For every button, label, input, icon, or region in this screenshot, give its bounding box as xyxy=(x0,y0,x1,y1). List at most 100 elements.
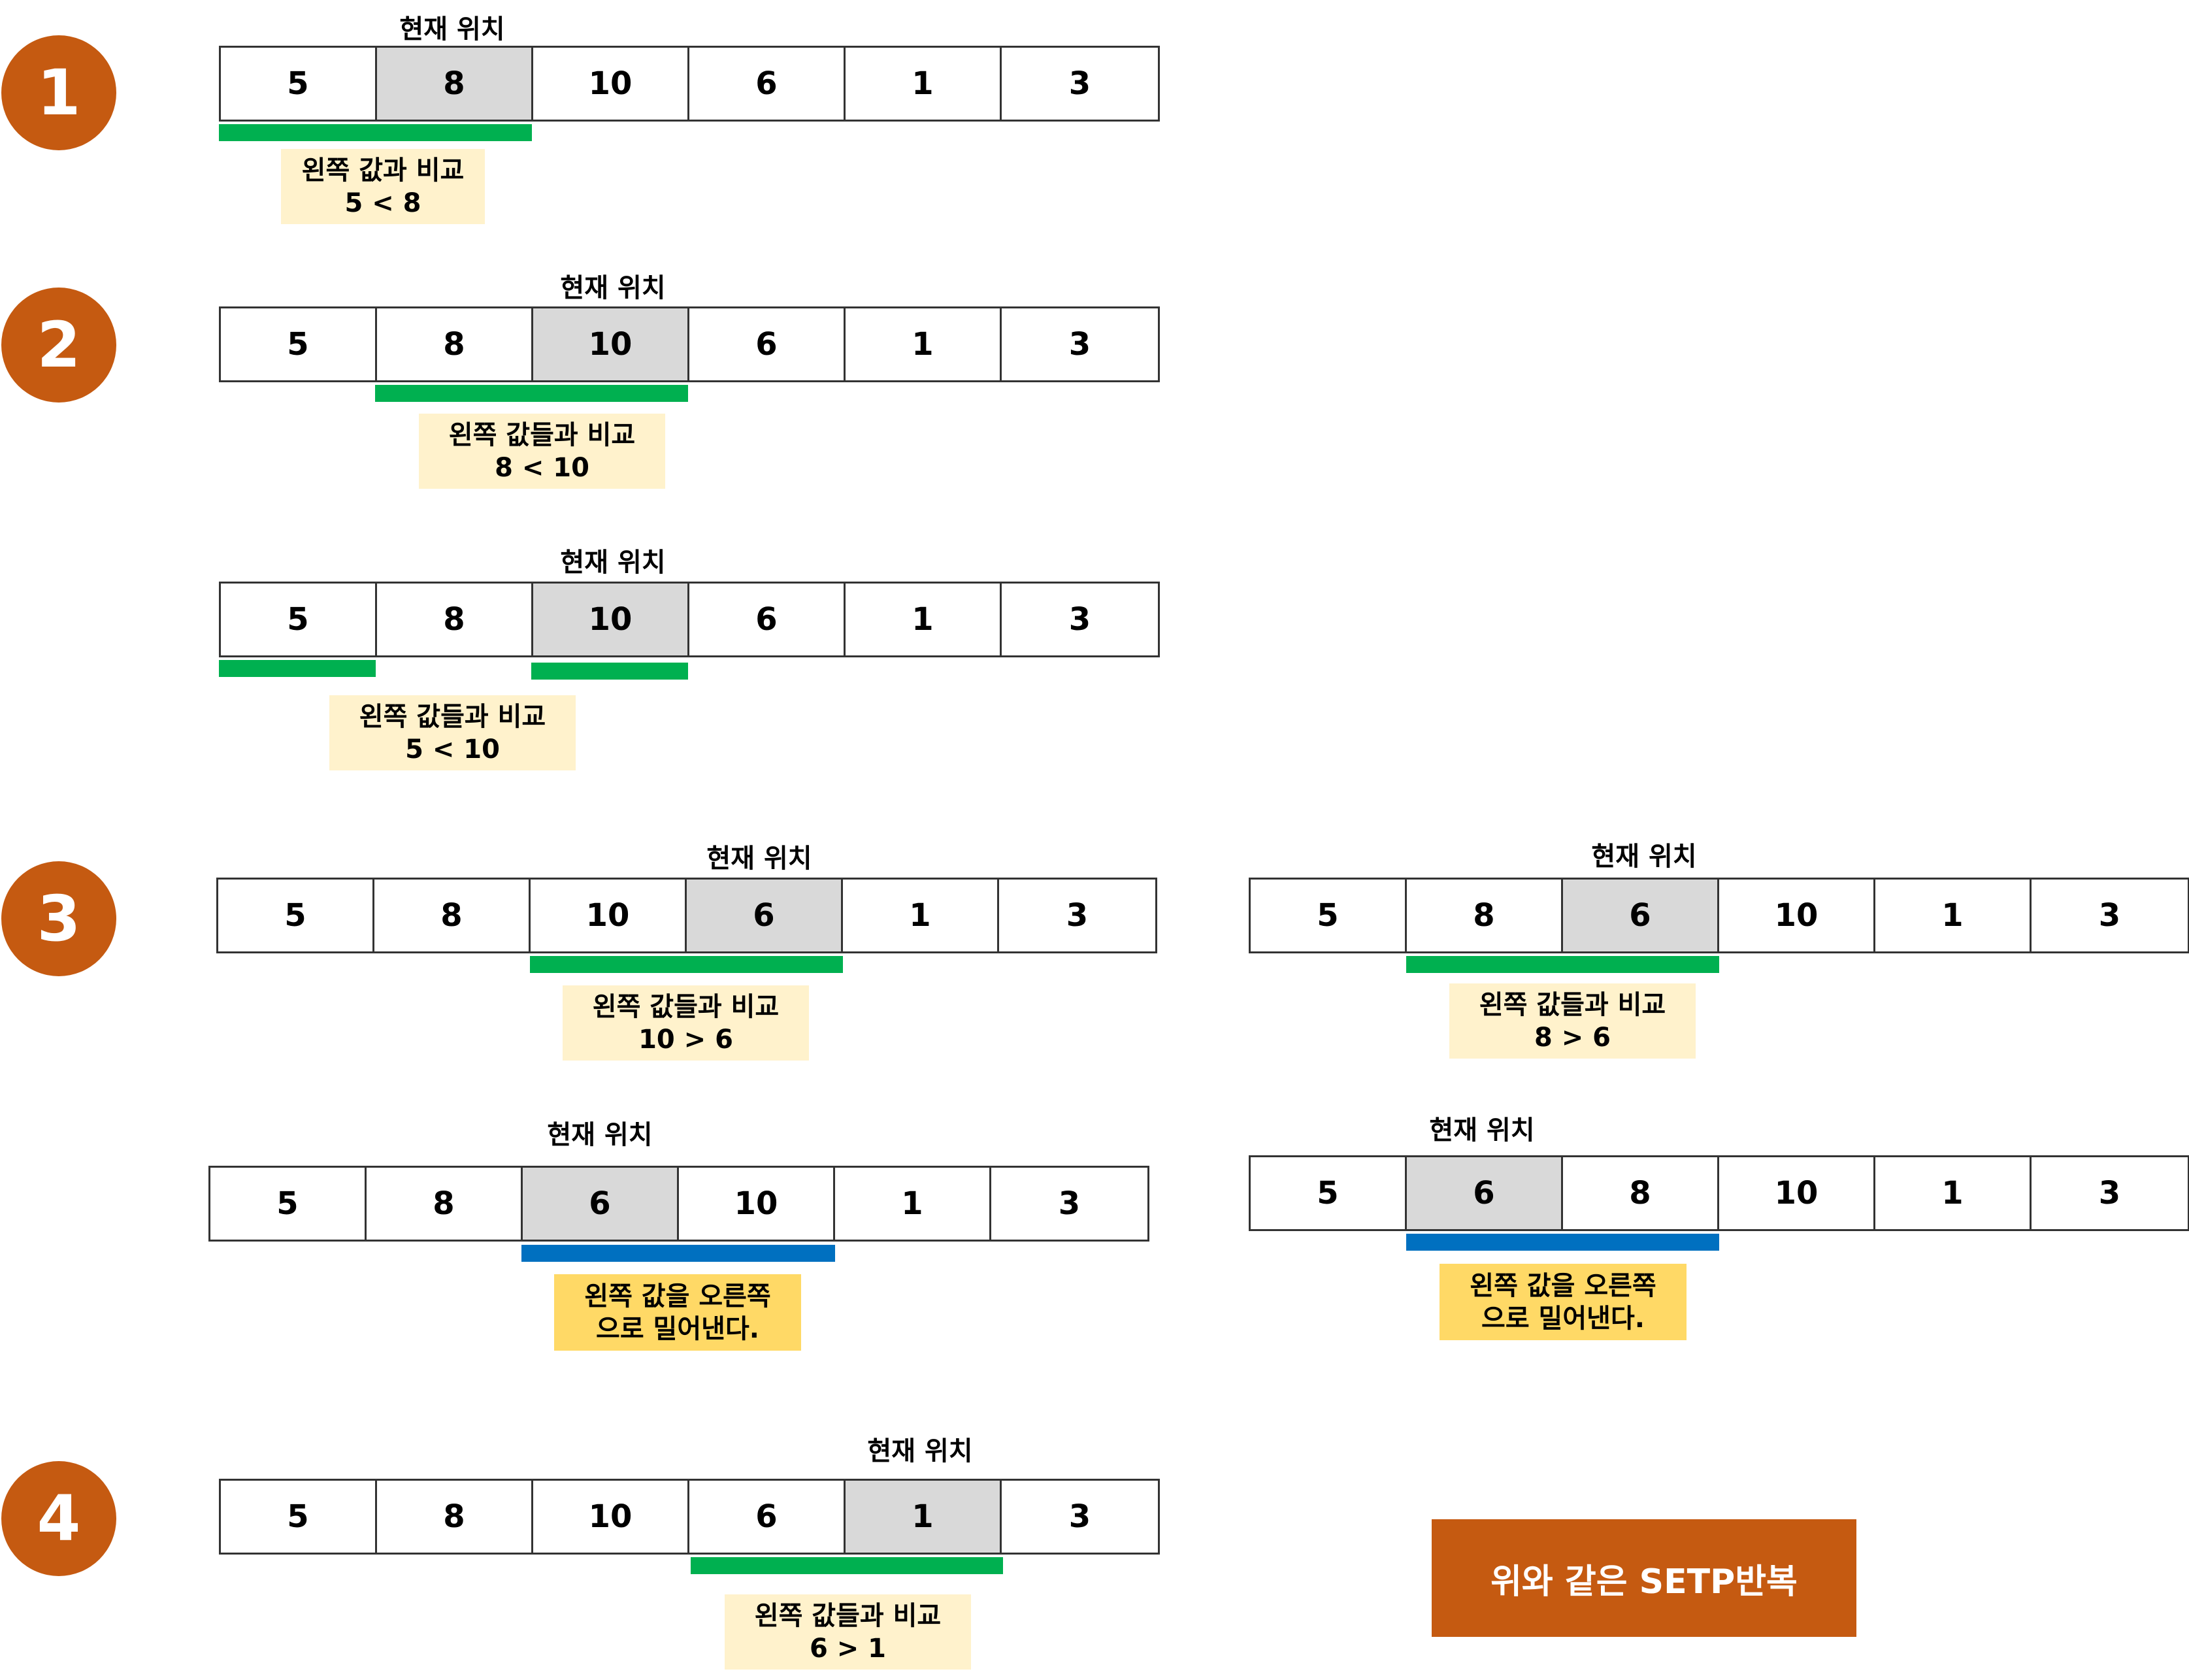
array-cell-current: 6 xyxy=(687,880,843,951)
array-cell: 8 xyxy=(374,880,531,951)
array-cell: 5 xyxy=(221,48,377,120)
array-cell: 5 xyxy=(1251,1157,1407,1229)
step-number-2: 2 xyxy=(1,288,116,403)
array-cell: 3 xyxy=(1068,326,1091,363)
current-position-label: 현재 위치 xyxy=(560,548,666,578)
array-cell-current: 6 xyxy=(1563,880,1719,951)
array-cell-current: 8 xyxy=(377,48,533,120)
compare-range-bar xyxy=(530,956,843,973)
note-comparison: 8 > 6 xyxy=(1534,1022,1611,1053)
current-position-label: 현재 위치 xyxy=(1591,842,1697,872)
array-cell: 3 xyxy=(2098,1175,2121,1211)
array-cell: 3 xyxy=(1066,897,1089,934)
current-position-label: 현재 위치 xyxy=(1429,1115,1535,1145)
note-text: 왼쪽 값들과 비교 xyxy=(1479,989,1666,1020)
comparison-note: 왼쪽 값과 비교 5 < 8 xyxy=(281,149,485,224)
compare-range-bar xyxy=(375,385,688,402)
array-cell: 5 xyxy=(210,1168,367,1240)
note-text: 왼쪽 값들과 비교 xyxy=(592,991,780,1022)
step-number-1: 1 xyxy=(1,35,116,150)
comparison-note: 왼쪽 값들과 비교 5 < 10 xyxy=(329,695,576,770)
compare-current-bar xyxy=(531,663,688,680)
current-position-label: 현재 위치 xyxy=(867,1436,973,1466)
array-cell: 8 xyxy=(377,584,533,655)
array-cell: 6 xyxy=(689,1481,846,1553)
compare-range-bar xyxy=(691,1557,1003,1574)
array-cell: 8 xyxy=(377,1481,533,1553)
compare-range-bar xyxy=(1406,956,1719,973)
shift-range-bar xyxy=(1406,1234,1719,1251)
array-cell: 1 xyxy=(843,880,999,951)
note-text: 왼쪽 값과 비교 xyxy=(301,155,465,186)
array-cell: 6 xyxy=(689,584,846,655)
array-cell-current: 1 xyxy=(846,1481,1002,1553)
note-text: 왼쪽 값을 오른쪽 xyxy=(584,1281,771,1311)
array-cell: 3 xyxy=(1068,601,1091,638)
array-cell: 8 xyxy=(1563,1157,1719,1229)
note-text: 왼쪽 값들과 비교 xyxy=(448,420,636,450)
note-comparison: 5 < 8 xyxy=(344,188,421,218)
repeat-steps-label: 위와 같은 SETP반복 xyxy=(1432,1519,1856,1637)
note-comparison: 10 > 6 xyxy=(638,1024,733,1055)
array-cell: 3 xyxy=(2098,897,2121,934)
array-cell: 10 xyxy=(1719,880,1875,951)
note-comparison: 5 < 10 xyxy=(405,734,500,765)
note-text: 왼쪽 값을 오른쪽 xyxy=(1470,1270,1656,1301)
comparison-note: 왼쪽 값들과 비교 8 < 10 xyxy=(419,414,665,489)
array-cell: 1 xyxy=(846,48,1002,120)
array-cell: 1 xyxy=(835,1168,991,1240)
array-cell: 5 xyxy=(218,880,374,951)
current-position-label: 현재 위치 xyxy=(560,273,666,303)
array-cell: 5 xyxy=(221,1481,377,1553)
note-comparison: 6 > 1 xyxy=(809,1633,887,1664)
array-cell: 8 xyxy=(377,308,533,380)
array-cell: 1 xyxy=(1875,880,2032,951)
current-position-label: 현재 위치 xyxy=(399,14,505,44)
comparison-note: 왼쪽 값들과 비교 10 > 6 xyxy=(563,985,809,1061)
array-cell-current: 6 xyxy=(1407,1157,1563,1229)
array-cell: 10 xyxy=(533,48,689,120)
array-cell: 10 xyxy=(679,1168,835,1240)
step-number-3: 3 xyxy=(1,861,116,976)
array-cell: 1 xyxy=(1875,1157,2032,1229)
array-cell: 10 xyxy=(1719,1157,1875,1229)
note-text-2: 으로 밀어낸다. xyxy=(596,1313,759,1344)
current-position-label: 현재 위치 xyxy=(547,1120,653,1150)
compare-left-bar xyxy=(219,660,376,677)
array-cell: 1 xyxy=(846,584,1002,655)
shift-note: 왼쪽 값을 오른쪽 으로 밀어낸다. xyxy=(554,1274,801,1351)
note-text-2: 으로 밀어낸다. xyxy=(1481,1303,1645,1334)
array-cell-current: 10 xyxy=(533,584,689,655)
array-cell: 8 xyxy=(1407,880,1563,951)
array-cell: 3 xyxy=(1068,1498,1091,1535)
array-cell-current: 10 xyxy=(533,308,689,380)
note-text: 왼쪽 값들과 비교 xyxy=(754,1600,942,1631)
array-cell: 3 xyxy=(1058,1185,1081,1222)
shift-range-bar xyxy=(521,1245,835,1262)
current-position-label: 현재 위치 xyxy=(706,844,812,874)
shift-note: 왼쪽 값을 오른쪽 으로 밀어낸다. xyxy=(1440,1264,1687,1340)
note-comparison: 8 < 10 xyxy=(495,452,589,483)
array-cell: 8 xyxy=(367,1168,523,1240)
array-cell: 5 xyxy=(221,584,377,655)
compare-range-bar xyxy=(219,124,532,141)
comparison-note: 왼쪽 값들과 비교 8 > 6 xyxy=(1449,983,1696,1059)
array-cell: 6 xyxy=(689,308,846,380)
array-cell: 10 xyxy=(531,880,687,951)
array-cell: 5 xyxy=(1251,880,1407,951)
array-cell: 5 xyxy=(221,308,377,380)
step-number-4: 4 xyxy=(1,1461,116,1576)
comparison-note: 왼쪽 값들과 비교 6 > 1 xyxy=(725,1594,971,1670)
array-cell: 3 xyxy=(1068,65,1091,102)
array-cell: 10 xyxy=(533,1481,689,1553)
note-text: 왼쪽 값들과 비교 xyxy=(359,701,546,732)
array-cell-current: 6 xyxy=(523,1168,679,1240)
